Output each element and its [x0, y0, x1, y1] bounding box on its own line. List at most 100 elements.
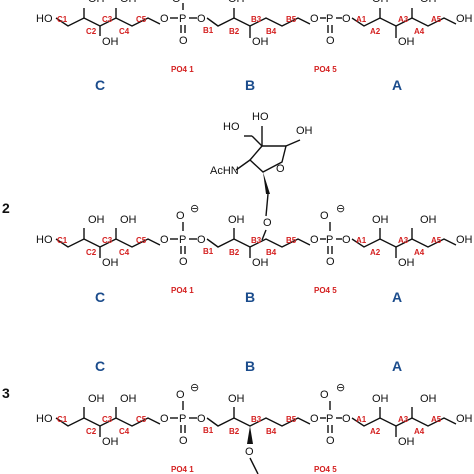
o-ring: O — [276, 163, 285, 175]
label-c3-2: C3 — [102, 236, 113, 245]
po4-1-label-2: PO4 1 — [171, 286, 194, 295]
o-double-5: O — [326, 35, 335, 47]
o-minus-1-top: O — [172, 0, 181, 5]
label-c1-3: C1 — [57, 415, 68, 424]
label-a1-3: A1 — [356, 415, 367, 424]
unit-label-b-2: B — [245, 289, 255, 305]
phosphorus-1-2: P — [179, 234, 186, 246]
oh-a3-2: OH — [398, 257, 415, 269]
oh-c3: OH — [102, 36, 119, 48]
phosphorus-5: P — [326, 13, 333, 25]
label-c5: C5 — [136, 15, 147, 24]
label-c4-2: C4 — [119, 248, 130, 257]
compound-2: 2 HO HO OH O AcHN O OH OH OH OH OH O ⊖ O… — [2, 111, 473, 305]
label-a5: A5 — [431, 15, 442, 24]
po4-5-label-2: PO4 5 — [314, 286, 337, 295]
oh-sugar-right: OH — [296, 125, 313, 137]
o-double-5-3: O — [326, 435, 335, 447]
label-c1: C1 — [57, 15, 68, 24]
o-b5-p: O — [310, 13, 319, 25]
label-b3-2: B3 — [251, 236, 262, 245]
label-b2-2: B2 — [229, 248, 240, 257]
label-c3-3: C3 — [102, 415, 113, 424]
label-b4-3: B4 — [266, 427, 277, 436]
label-c3: C3 — [102, 15, 113, 24]
oh-b3-2: OH — [252, 257, 269, 269]
label-c5-2: C5 — [136, 236, 147, 245]
o-minus-1: O — [176, 210, 185, 222]
label-b2: B2 — [229, 27, 240, 36]
oh-c2-top-3: OH — [88, 393, 105, 405]
ho-terminal-c: HO — [36, 13, 53, 25]
charge-minus-5-3: ⊖ — [336, 382, 345, 394]
oh-a2-top-2: OH — [372, 214, 389, 226]
oh-a2-top: OH — [372, 0, 389, 5]
oh-a3: OH — [398, 36, 415, 48]
oh-terminal-a-2: OH — [456, 234, 473, 246]
o-p-b1-3: O — [197, 413, 206, 425]
compound-1: OH OH O OH OH OH HO C1 C2 C3 C4 C5 OH O … — [36, 0, 473, 93]
o-double-1-3: O — [179, 435, 188, 447]
o-minus-5-3: O — [320, 389, 329, 401]
o-minus-5: O — [320, 210, 329, 222]
label-b3-3: B3 — [251, 415, 262, 424]
label-b1-2: B1 — [203, 247, 214, 256]
unit-label-c-3: C — [95, 358, 105, 374]
label-a2: A2 — [370, 27, 381, 36]
unit-label-b: B — [245, 77, 255, 93]
label-c1-2: C1 — [57, 236, 68, 245]
compound-number-2: 2 — [2, 200, 10, 216]
label-b4-2: B4 — [266, 248, 277, 257]
unit-label-a: A — [392, 77, 402, 93]
oh-c4-top: OH — [120, 0, 137, 5]
charge-minus-5: ⊖ — [336, 203, 345, 215]
po4-1-label: PO4 1 — [171, 65, 194, 74]
o-p-b1: O — [197, 13, 206, 25]
oh-c3-2: OH — [102, 257, 119, 269]
label-a2-2: A2 — [370, 248, 381, 257]
o-b5-p-2: O — [310, 234, 319, 246]
o-b5-p-3: O — [310, 413, 319, 425]
oh-c2-top: OH — [88, 0, 105, 5]
oh-b2-top-3: OH — [228, 393, 245, 405]
label-a5-2: A5 — [431, 236, 442, 245]
ho-sugar-top: HO — [252, 111, 269, 123]
label-b1-3: B1 — [203, 426, 214, 435]
label-a3: A3 — [398, 15, 409, 24]
label-c2-3: C2 — [86, 427, 97, 436]
label-c2: C2 — [86, 27, 97, 36]
unit-label-a-3: A — [392, 358, 402, 374]
o-p-b1-2: O — [197, 234, 206, 246]
unit-label-c: C — [95, 77, 105, 93]
po4-5-label-3: PO4 5 — [314, 465, 337, 474]
oh-b2-top-2: OH — [228, 214, 245, 226]
o-minus-1-3: O — [176, 389, 185, 401]
compound-3: C B A 3 OH OH OH OH OH O ⊖ O ⊖ HO C1 C2 … — [2, 358, 473, 474]
o-glycosidic: O — [263, 217, 272, 229]
label-c5-3: C5 — [136, 415, 147, 424]
oh-a4-top-2: OH — [420, 214, 437, 226]
label-a3-2: A3 — [398, 236, 409, 245]
oh-c3-3: OH — [102, 436, 119, 448]
label-a4-2: A4 — [414, 248, 425, 257]
compound-number-3: 3 — [2, 385, 10, 401]
label-c2-2: C2 — [86, 248, 97, 257]
oh-c4-top-2: OH — [120, 214, 137, 226]
oh-terminal-a-3: OH — [456, 413, 473, 425]
oh-b2-top: OH — [228, 0, 245, 5]
o-double-1-2: O — [179, 256, 188, 268]
unit-label-a-2: A — [392, 289, 402, 305]
label-b1: B1 — [203, 26, 214, 35]
o-p-a1-3: O — [342, 413, 351, 425]
label-a1: A1 — [356, 15, 367, 24]
label-b5-3: B5 — [286, 415, 297, 424]
phosphorus-1-3: P — [179, 413, 186, 425]
label-a3-3: A3 — [398, 415, 409, 424]
charge-minus-1-3: ⊖ — [190, 382, 199, 394]
ho-terminal-c-3: HO — [36, 413, 53, 425]
o-double-5-2: O — [326, 256, 335, 268]
ho-sugar-left: HO — [223, 121, 240, 133]
label-b3: B3 — [251, 15, 262, 24]
label-b4: B4 — [266, 27, 277, 36]
